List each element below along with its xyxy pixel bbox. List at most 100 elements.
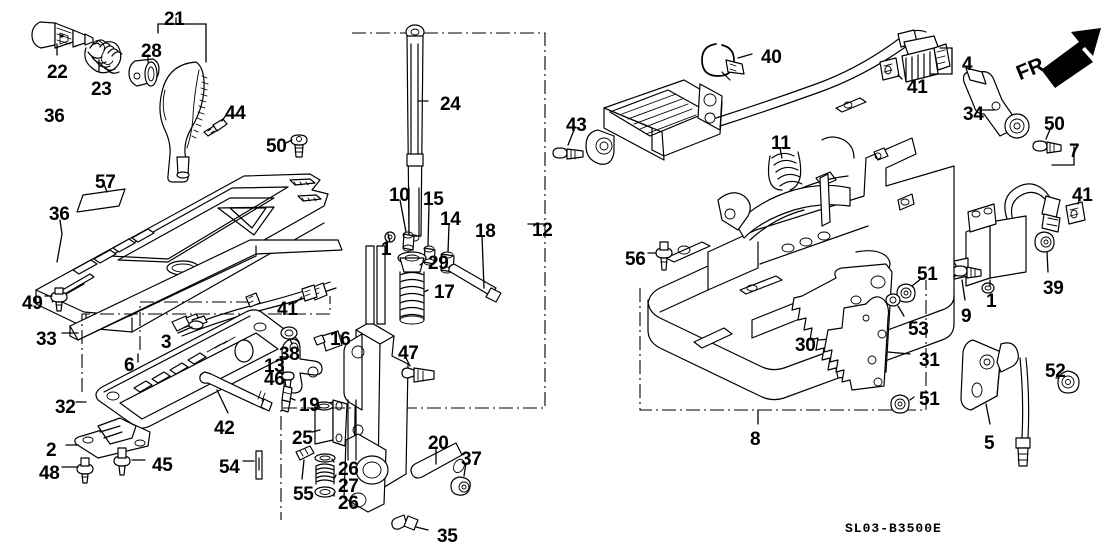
part-57-pad bbox=[76, 188, 126, 213]
callout-number: 31 bbox=[919, 350, 940, 371]
callout-number: 42 bbox=[214, 418, 235, 439]
callout-number: 43 bbox=[566, 115, 587, 136]
callout-number: 52 bbox=[1045, 361, 1066, 382]
callout-number: 56 bbox=[625, 249, 646, 270]
callout-number: 29 bbox=[428, 253, 449, 274]
part-31-detent-plate-2 bbox=[823, 296, 890, 391]
part-42-bolt-long bbox=[199, 371, 273, 412]
callout-number: 47 bbox=[398, 343, 419, 364]
part-40-clip bbox=[701, 43, 745, 81]
callout-number: 17 bbox=[434, 282, 455, 303]
callout-number: 12 bbox=[532, 220, 553, 241]
callout-number: 13 bbox=[264, 356, 285, 377]
callout-number: 41 bbox=[907, 77, 928, 98]
fr-arrow-icon bbox=[1041, 28, 1101, 88]
part-2-bracket bbox=[74, 417, 151, 459]
callout-number: 50 bbox=[1044, 114, 1065, 135]
part-44-screw bbox=[203, 118, 228, 137]
callout-number: 55 bbox=[293, 484, 314, 505]
callout-number: 9 bbox=[961, 306, 972, 327]
part-55-pin bbox=[295, 445, 315, 461]
part-35-bolt bbox=[391, 514, 419, 531]
callout-number: 49 bbox=[22, 293, 43, 314]
callout-number: 32 bbox=[55, 397, 76, 418]
part-34-lever bbox=[962, 67, 1030, 139]
callout-number: 23 bbox=[91, 79, 112, 100]
callout-number: 39 bbox=[1043, 278, 1064, 299]
part-50-bolt-right bbox=[1032, 140, 1062, 154]
callout-number: 54 bbox=[219, 457, 240, 478]
callout-number: 28 bbox=[141, 41, 162, 62]
callout-number: 1 bbox=[381, 239, 392, 260]
part-51-nut-lower bbox=[890, 394, 910, 414]
callout-number: 41 bbox=[277, 299, 298, 320]
part-10-bushing bbox=[402, 231, 415, 252]
callout-number: 11 bbox=[771, 133, 791, 154]
part-36-console-panel bbox=[35, 173, 329, 333]
part-6-indicator-rail bbox=[95, 309, 301, 429]
part-45-bolt bbox=[113, 447, 131, 476]
callout-number: 34 bbox=[963, 104, 984, 125]
callout-number: 36 bbox=[49, 204, 70, 225]
part-41-clip-right-upper bbox=[879, 57, 900, 81]
part-41-clip-left bbox=[301, 284, 318, 302]
part-5-bracket bbox=[960, 339, 1031, 467]
callout-number: 48 bbox=[39, 463, 60, 484]
part-25-sleeve bbox=[314, 399, 348, 447]
callout-number: 8 bbox=[750, 429, 761, 450]
part-43-bolt bbox=[552, 147, 584, 160]
part-16-clip bbox=[313, 330, 343, 352]
callout-number: 40 bbox=[761, 47, 782, 68]
callout-number: 4 bbox=[962, 54, 973, 75]
callout-number: 20 bbox=[428, 433, 449, 454]
part-48-bolt bbox=[76, 457, 94, 484]
callout-number: 37 bbox=[461, 449, 482, 470]
right-solenoid bbox=[942, 203, 1027, 287]
callout-number: 46 bbox=[264, 369, 285, 390]
callout-number: 1 bbox=[986, 291, 997, 312]
callout-number: 41 bbox=[1072, 185, 1093, 206]
callout-number: 2 bbox=[46, 440, 57, 461]
part-22-plunger bbox=[31, 21, 94, 49]
part-23-spring bbox=[84, 39, 123, 74]
part-51-nut-upper bbox=[896, 283, 916, 303]
part-29-retainer bbox=[397, 251, 427, 273]
callout-number: 21 bbox=[164, 9, 185, 30]
part-9-bolt bbox=[952, 265, 982, 279]
callout-number: 6 bbox=[124, 355, 135, 376]
callout-number: 24 bbox=[440, 94, 461, 115]
part-24-shift-rod bbox=[405, 24, 425, 242]
callout-number: 51 bbox=[919, 389, 940, 410]
center-selector-bracket bbox=[343, 245, 409, 513]
callout-number: 50 bbox=[266, 136, 287, 157]
callout-number: 36 bbox=[44, 106, 65, 127]
part-50-bolt-left bbox=[290, 134, 308, 158]
callout-number: 5 bbox=[984, 433, 995, 454]
callout-number: 26 bbox=[338, 459, 359, 480]
part-4-connector bbox=[901, 35, 951, 83]
part-39-nut bbox=[1034, 231, 1055, 253]
part-49-bolt bbox=[50, 287, 68, 312]
part-54-pin bbox=[255, 450, 263, 480]
part-21-shift-knob bbox=[159, 61, 209, 183]
callout-number: 27 bbox=[338, 476, 359, 497]
callout-number: 38 bbox=[279, 344, 300, 365]
callout-number: 22 bbox=[47, 62, 68, 83]
diagram-code-label: SL03-B3500E bbox=[845, 521, 942, 536]
callout-number: 53 bbox=[908, 319, 929, 340]
callout-number: 15 bbox=[423, 189, 444, 210]
callout-number: 18 bbox=[475, 221, 496, 242]
callout-number: 25 bbox=[292, 428, 313, 449]
callout-number: 51 bbox=[917, 264, 938, 285]
right-upper-bracket bbox=[585, 79, 723, 165]
part-1-washer-right bbox=[981, 282, 995, 294]
callout-number: 19 bbox=[299, 395, 320, 416]
callout-number: 26 bbox=[338, 493, 359, 514]
callout-number: 33 bbox=[36, 329, 57, 350]
part-11-spring bbox=[767, 151, 803, 191]
part-28-collar bbox=[128, 58, 160, 87]
part-7-harness bbox=[1004, 183, 1061, 233]
callout-number: 7 bbox=[1069, 141, 1080, 162]
part-37-nut bbox=[450, 476, 471, 496]
